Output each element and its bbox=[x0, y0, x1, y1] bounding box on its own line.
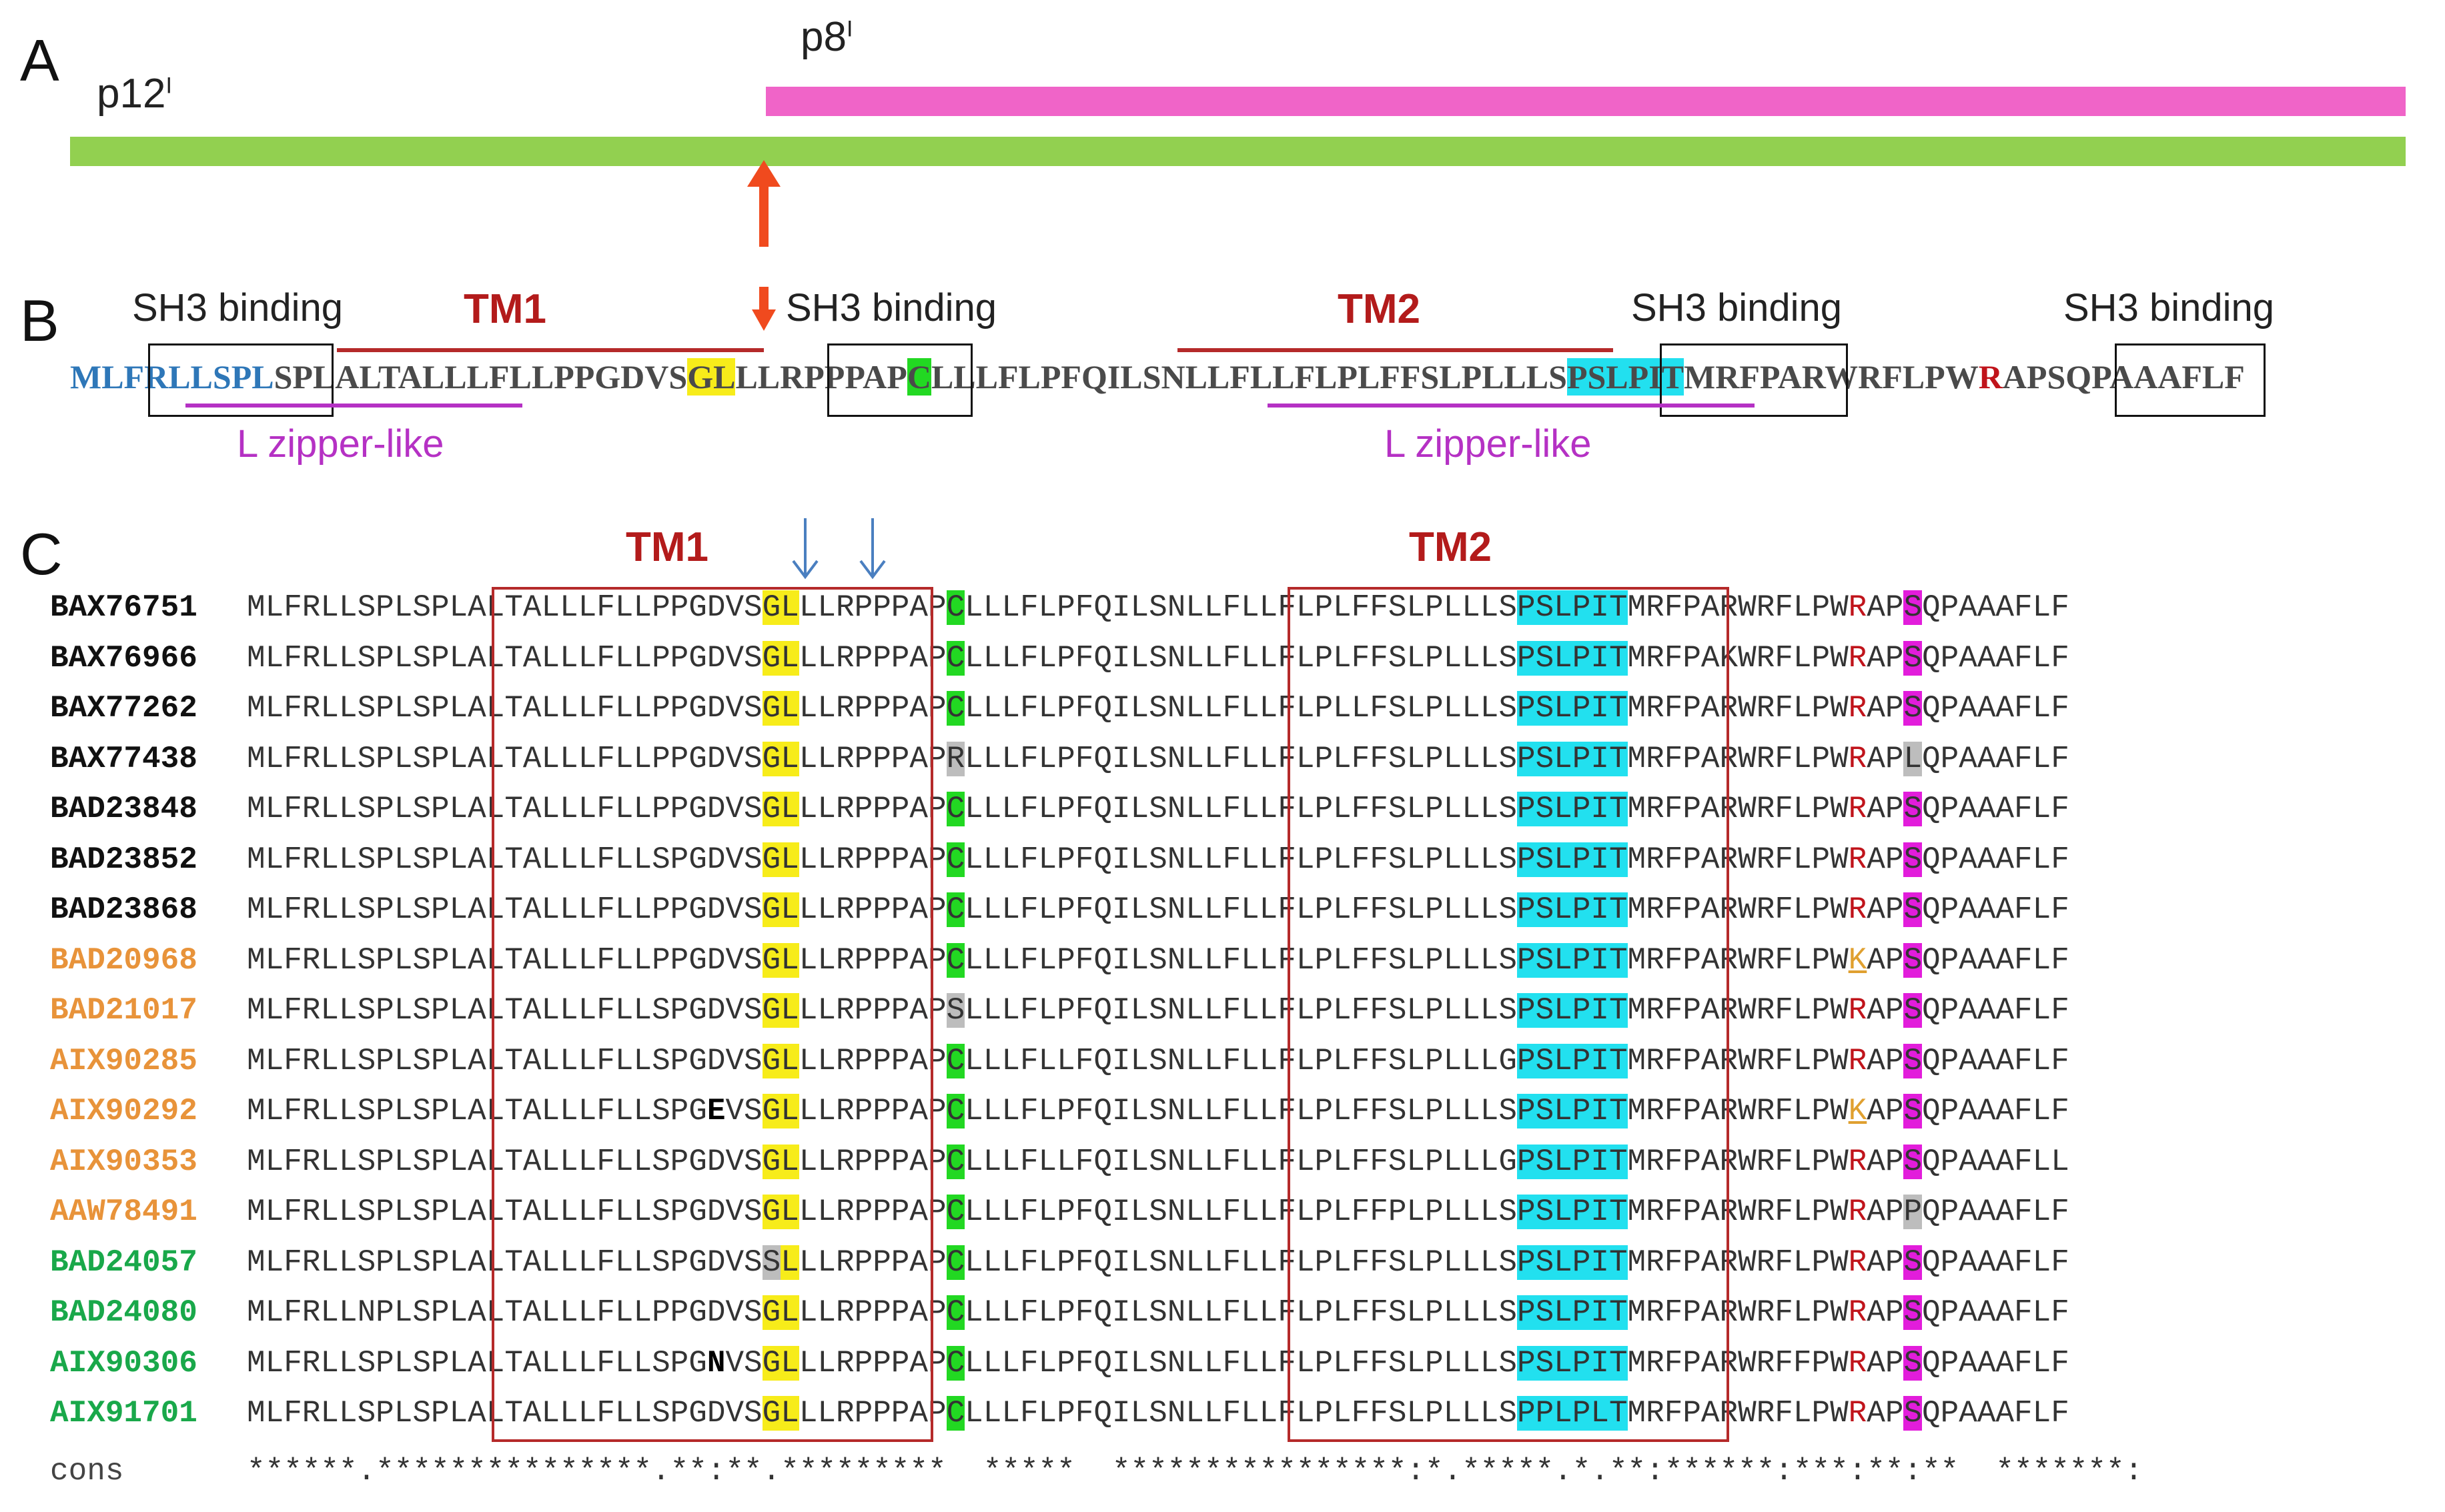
consensus-line: ******.***************.**:**.********* *… bbox=[247, 1454, 2143, 1489]
accession-label: AIX90285 bbox=[50, 1043, 197, 1078]
sequence-segment: LLLFLPFQILSNLLFLLFLPLFFSLPLLLS bbox=[931, 358, 1567, 396]
sequence-segment: APSQPAAAFLF bbox=[2002, 358, 2245, 396]
lzipper-label-1: L zipper-like bbox=[237, 422, 444, 466]
sequence-segment: R bbox=[1978, 358, 2003, 396]
alignment-row: MLFRLLSPLSPLALTALLLFLLSPGDVSGLLLRPPPAPCL… bbox=[247, 1195, 2069, 1229]
accession-label: BAX76751 bbox=[50, 590, 197, 625]
p12-bar bbox=[70, 137, 2406, 166]
accession-label: BAD24057 bbox=[50, 1245, 197, 1280]
alignment-row: MLFRLLNPLSPLALTALLLFLLPPGDVSGLLLRPPPAPCL… bbox=[247, 1295, 2069, 1330]
cons-label: cons bbox=[50, 1454, 124, 1489]
tm1-label-b: TM1 bbox=[464, 286, 546, 332]
accession-label: BAD23868 bbox=[50, 892, 197, 927]
p12-sequence: MLFRLLSPLSPLALTALLLFLLPPGDVSGLLLRPPPAPCL… bbox=[70, 357, 2245, 396]
p12-label-sup: I bbox=[165, 73, 172, 99]
sh3-binding-label-2: SH3 binding bbox=[786, 286, 997, 329]
accession-label: BAD23848 bbox=[50, 792, 197, 826]
panel-b-letter: B bbox=[20, 287, 59, 353]
accession-label: BAX77262 bbox=[50, 691, 197, 726]
tm2-label-b: TM2 bbox=[1338, 286, 1420, 332]
alignment-row: MLFRLLSPLSPLALTALLLFLLPPGDVSGLLLRPPPAPCL… bbox=[247, 792, 2069, 826]
accession-label: AAW78491 bbox=[50, 1195, 197, 1229]
sequence-segment: PSLPIT bbox=[1566, 358, 1684, 396]
tm2-bar-b bbox=[1177, 348, 1613, 352]
sequence-segment: SPLALTALLLFLLPPGDVS bbox=[274, 358, 688, 396]
sh3-binding-label-3: SH3 binding bbox=[1631, 286, 1842, 329]
accession-label: BAX77438 bbox=[50, 741, 197, 776]
alignment-row: MLFRLLSPLSPLALTALLLFLLSPGDVSGLLLRPPPAPCL… bbox=[247, 1396, 2069, 1431]
accession-label: BAX76966 bbox=[50, 640, 197, 676]
accession-label: AIX91701 bbox=[50, 1396, 197, 1431]
tm2-box-c bbox=[1288, 587, 1729, 1442]
p12-label: p12I bbox=[97, 70, 172, 117]
cleavage-arrow-icon bbox=[747, 160, 781, 247]
lzipper-bar-1 bbox=[185, 404, 522, 408]
cleavage-site-arrow-icon-1 bbox=[792, 518, 819, 580]
alignment-row: MLFRLLSPLSPLALTALLLFLLPPGDVSGLLLRPPPAPRL… bbox=[247, 741, 2069, 776]
sh3-box-1 bbox=[148, 343, 334, 417]
alignment-row: MLFRLLSPLSPLALTALLLFLLSPGDVSGLLLRPPPAPSL… bbox=[247, 993, 2069, 1028]
accession-label: AIX90292 bbox=[50, 1094, 197, 1128]
p12-label-text: p12 bbox=[97, 71, 166, 117]
p8-bar bbox=[766, 87, 2406, 116]
alignment-row: MLFRLLSPLSPLALTALLLFLLSPGNVSGLLLRPPPAPCL… bbox=[247, 1345, 2069, 1381]
p8-label-text: p8 bbox=[801, 14, 847, 60]
alignment-row: MLFRLLSPLSPLALTALLLFLLPPGDVSGLLLRPPPAPCL… bbox=[247, 691, 2069, 726]
panel-a-letter: A bbox=[20, 27, 59, 93]
sh3-box-4 bbox=[2115, 343, 2266, 417]
alignment-row: MLFRLLSPLSPLALTALLLFLLSPGDVSGLLLRPPPAPCL… bbox=[247, 1144, 2069, 1179]
tm2-label-c: TM2 bbox=[1409, 524, 1492, 570]
sequence-segment: MRFPARWRFLPW bbox=[1684, 358, 1979, 396]
alignment-row: MLFRLLSPLSPLALTALLLFLLPPGDVSGLLLRPPPAPCL… bbox=[247, 942, 2069, 978]
alignment-row: MLFRLLSPLSPLALTALLLFLLPPGDVSGLLLRPPPAPCL… bbox=[247, 640, 2069, 676]
sequence-segment: LLRPPPAP bbox=[735, 358, 907, 396]
accession-label: BAD24080 bbox=[50, 1295, 197, 1330]
alignment-row: MLFRLLSPLSPLALTALLLFLLSPGDVSGLLLRPPPAPCL… bbox=[247, 1043, 2069, 1078]
lzipper-bar-2 bbox=[1268, 404, 1755, 408]
sh3-box-2 bbox=[827, 343, 973, 417]
alignment-row: MLFRLLSPLSPLALTALLLFLLSPGDVSGLLLRPPPAPCL… bbox=[247, 842, 2069, 877]
tm1-box-c bbox=[492, 587, 933, 1442]
cleavage-arrow-small-icon bbox=[752, 287, 776, 331]
sequence-segment: GL bbox=[687, 358, 736, 396]
accession-label: BAD23852 bbox=[50, 842, 197, 877]
panel-c-letter: C bbox=[20, 521, 63, 587]
alignment-row: MLFRLLSPLSPLALTALLLFLLPPGDVSGLLLRPPPAPCL… bbox=[247, 590, 2069, 625]
sh3-binding-label-1: SH3 binding bbox=[132, 286, 343, 329]
tm1-bar-b bbox=[337, 348, 764, 352]
sequence-segment: MLFRLLSPL bbox=[70, 358, 274, 396]
alignment-row: MLFRLLSPLSPLALTALLLFLLSPGDVSSLLLRPPPAPCL… bbox=[247, 1245, 2069, 1280]
accession-label: AIX90306 bbox=[50, 1345, 197, 1381]
accession-label: AIX90353 bbox=[50, 1144, 197, 1179]
p8-label: p8I bbox=[801, 13, 853, 61]
cleavage-site-arrow-icon-2 bbox=[859, 518, 886, 580]
accession-label: BAD21017 bbox=[50, 993, 197, 1028]
sequence-segment: C bbox=[907, 358, 931, 396]
accession-label: BAD20968 bbox=[50, 942, 197, 978]
sh3-box-3 bbox=[1660, 343, 1848, 417]
tm1-label-c: TM1 bbox=[626, 524, 708, 570]
alignment-row: MLFRLLSPLSPLALTALLLFLLSPGEVSGLLLRPPPAPCL… bbox=[247, 1094, 2069, 1128]
alignment-row: MLFRLLSPLSPLALTALLLFLLPPGDVSGLLLRPPPAPCL… bbox=[247, 892, 2069, 927]
sh3-binding-label-4: SH3 binding bbox=[2063, 286, 2274, 329]
p8-label-sup: I bbox=[846, 16, 853, 42]
lzipper-label-2: L zipper-like bbox=[1384, 422, 1592, 466]
